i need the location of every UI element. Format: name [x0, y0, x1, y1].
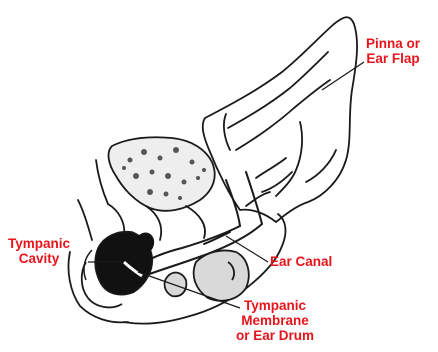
label-ear-canal: Ear Canal	[270, 254, 332, 269]
label-tympanic-membrane-line2: Membrane	[236, 313, 314, 328]
pinna-drawing	[203, 17, 357, 222]
label-tympanic-cavity-line2: Cavity	[8, 251, 70, 266]
pinna-leader	[322, 62, 364, 90]
label-pinna: Pinna or Ear Flap	[366, 36, 420, 66]
label-tympanic-membrane: Tympanic Membrane or Ear Drum	[236, 298, 314, 343]
bulla-bone	[165, 250, 249, 300]
label-tympanic-membrane-line1: Tympanic	[236, 298, 314, 313]
label-tympanic-cavity: Tympanic Cavity	[8, 236, 70, 266]
label-tympanic-cavity-line1: Tympanic	[8, 236, 70, 251]
label-pinna-line2: Ear Flap	[366, 51, 420, 66]
tympanic-cavity-drawing	[82, 232, 154, 308]
label-pinna-line1: Pinna or	[366, 36, 420, 51]
label-tympanic-membrane-line3: or Ear Drum	[236, 328, 314, 343]
skull-bone	[109, 137, 215, 211]
